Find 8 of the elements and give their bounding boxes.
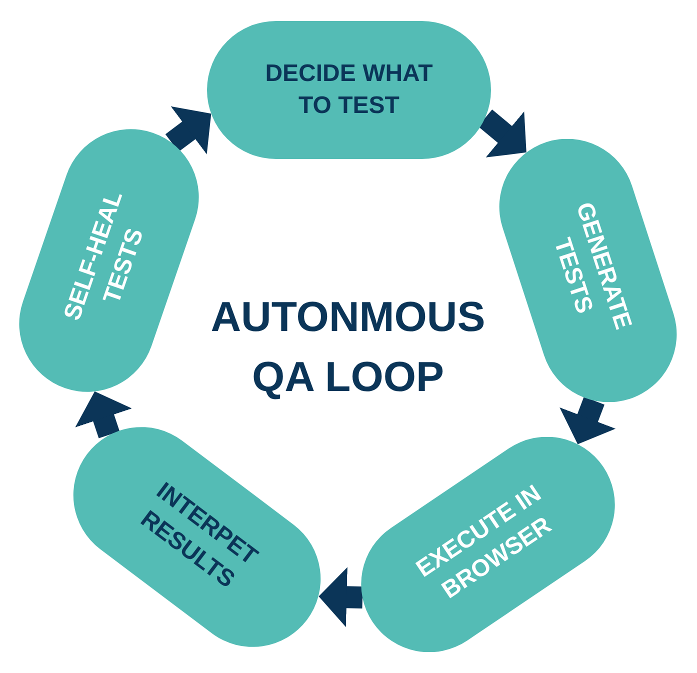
- step-pill: [361, 437, 615, 652]
- arrow: [318, 567, 363, 628]
- step-pill: [207, 21, 491, 159]
- step-pill: [499, 139, 677, 402]
- step-pill: [73, 427, 321, 647]
- step-label: DECIDE WHAT TO TEST: [264, 59, 434, 121]
- step-pill: [19, 129, 199, 392]
- diagram-title: AUTONMOUS QA LOOP: [210, 292, 486, 402]
